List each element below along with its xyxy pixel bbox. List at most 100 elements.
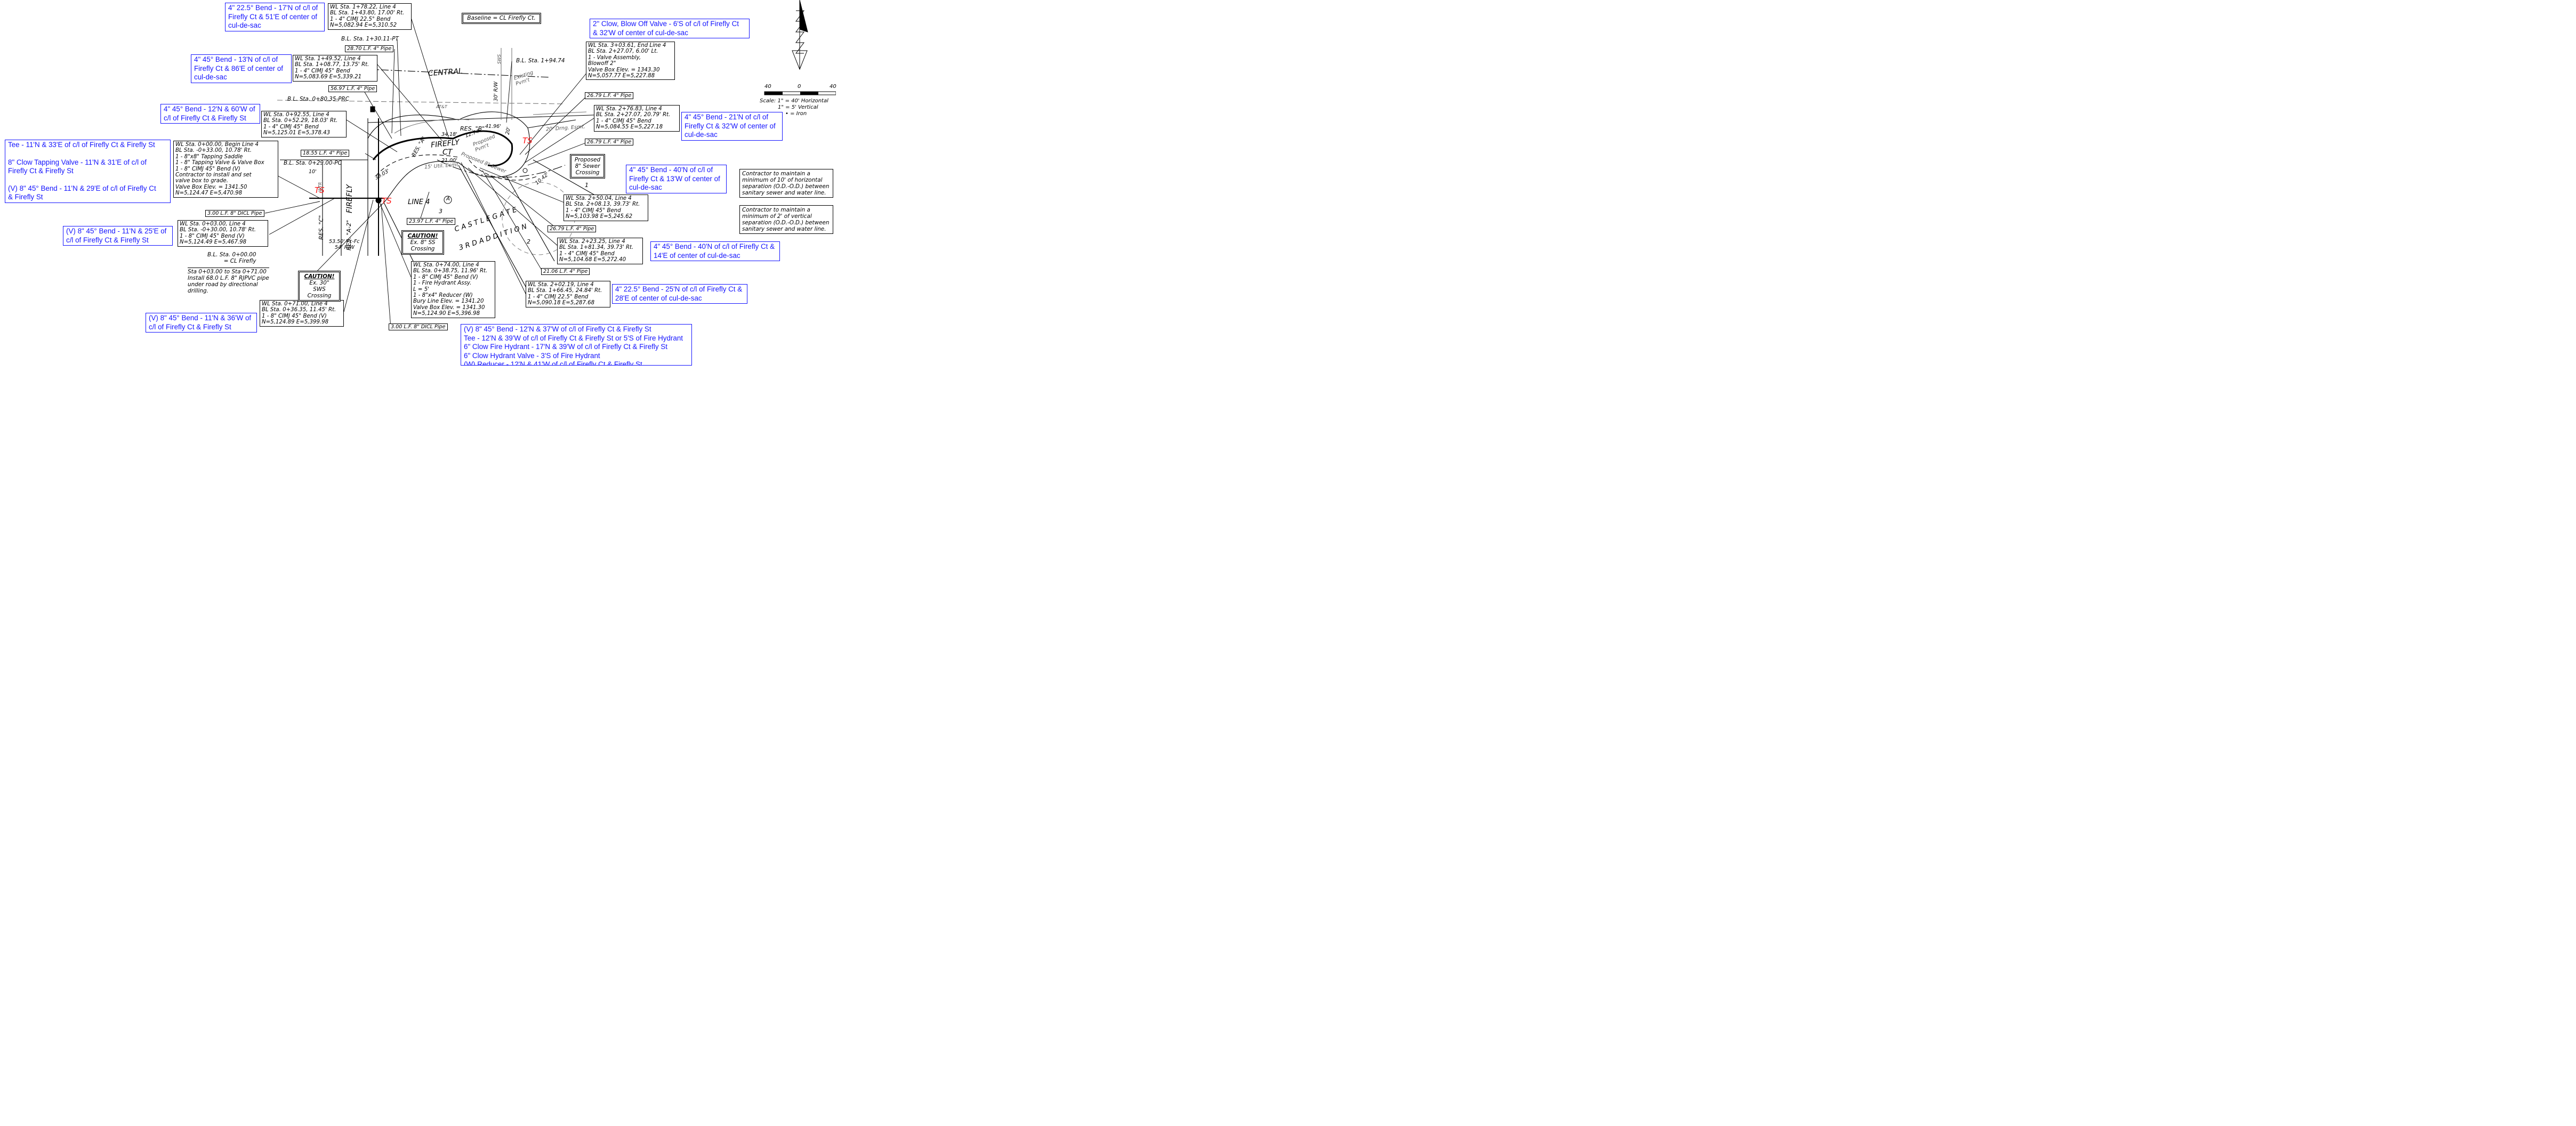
text-line: N=5,124.49 E=5,467.98 bbox=[180, 239, 247, 246]
text-line: Ex. 8" SS bbox=[410, 239, 436, 246]
ts-marker-left: TS bbox=[315, 185, 325, 195]
text-line: Tee - 12'N & 39'W of c/l of Firefly Ct &… bbox=[464, 334, 683, 342]
text-line: N=5,103.98 E=5,245.62 bbox=[566, 214, 633, 220]
text-line: Contractor to install and set bbox=[175, 172, 252, 179]
text-line: minimum of 10' of horizontal bbox=[742, 177, 823, 183]
text-line: Firefly Ct & 51'E of center of bbox=[228, 12, 318, 21]
text-line: N=5,125.01 E=5,378.43 bbox=[263, 130, 331, 136]
text-line: WL Sta. 0+03.00, Line 4 bbox=[180, 221, 246, 227]
text-line: sanitary sewer and water line. bbox=[742, 226, 826, 232]
scale-tick-mid: 0 bbox=[798, 84, 801, 90]
note-hydrant-assembly: (V) 8" 45° Bend - 12'N & 37'W of c/l of … bbox=[461, 324, 692, 366]
text-line: Install 68.0 L.F. 8" RJPVC pipe bbox=[188, 275, 269, 281]
lot-letter-a: A bbox=[446, 196, 450, 202]
lot-number-2: 2 bbox=[527, 238, 530, 245]
text-line: Sta 0+03.00 to Sta 0+71.00 bbox=[188, 269, 267, 275]
pipe-tag-21-06: 21.06 L.F. 4" Pipe bbox=[541, 268, 590, 275]
text-line: c/l of Firefly Ct & Firefly St bbox=[149, 322, 231, 331]
text-line: 1 - 4" CIMJ 45° Bend bbox=[263, 124, 319, 130]
scale-vertical: 1" = 5' Vertical bbox=[778, 104, 818, 110]
text-line: 1 - Fire Hydrant Assy. bbox=[413, 280, 472, 287]
text-line: 1 - 8" CIMJ 45° Bend (V) bbox=[413, 274, 478, 280]
station-0-80-prc: B.L. Sta. 0+80.35-PRC bbox=[287, 96, 350, 102]
text-line: Contractor to maintain a bbox=[742, 171, 810, 177]
text-line: WL Sta. 2+76.83, Line 4 bbox=[596, 106, 662, 112]
station-1-94-74: B.L. Sta. 1+94.74 bbox=[516, 58, 565, 64]
text-line: valve box to grade. bbox=[175, 178, 228, 184]
text-line: 14'E of center of cul-de-sac bbox=[654, 251, 740, 260]
text-line: Blowoff 2" bbox=[588, 61, 616, 67]
text-line: 8" Clow Tapping Valve - 11'N & 31'E of c… bbox=[8, 158, 147, 166]
face-to-face-width: 53.50' Fc-Fc bbox=[329, 239, 360, 245]
text-line: 8" Sewer bbox=[575, 163, 600, 169]
scale-tick-left: 40 bbox=[764, 84, 771, 90]
lot-number-3: 3 bbox=[439, 208, 442, 215]
scale-tick-right: 40 bbox=[830, 84, 836, 90]
note-22-bend-25n: 4" 22.5° Bend - 25'N of c/l of Firefly C… bbox=[612, 284, 747, 304]
text-line: 2" Clow, Blow Off Valve - 6'S of c/l of … bbox=[593, 20, 739, 28]
pipe-tag-28-70: 28.70 L.F. 4" Pipe bbox=[345, 45, 394, 52]
text-line: N=5,124.90 E=5,396.98 bbox=[413, 311, 480, 317]
text-line: 6" Clow Hydrant Valve - 3'S of Fire Hydr… bbox=[464, 351, 600, 360]
text-line: BL Sta. -0+33.00, 10.78' Rt. bbox=[175, 148, 252, 154]
text-line: Crossing bbox=[410, 246, 435, 252]
text-line: 4" 22.5° Bend - 17'N of c/l of bbox=[228, 4, 318, 12]
text-line: N=5,084.55 E=5,227.18 bbox=[596, 124, 663, 131]
text-line: Proposed bbox=[574, 157, 601, 163]
text-line: N=5,104.68 E=5,272.40 bbox=[559, 257, 626, 263]
text-line: 1 - 4" CIMJ 45° Bend bbox=[295, 68, 350, 74]
text-line: BL Sta. -0+30.00, 10.78' Rt. bbox=[180, 227, 256, 233]
dim-21-00: 21.00' bbox=[441, 158, 457, 164]
hydrant-icon bbox=[375, 197, 382, 204]
text-line: WL Sta. 1+49.52, Line 4 bbox=[295, 56, 361, 62]
text-line: & Firefly St bbox=[8, 193, 43, 201]
firefly-ct-label-ct: CT bbox=[442, 148, 453, 157]
text-line: WL Sta. 0+92.55, Line 4 bbox=[263, 112, 329, 118]
note-blow-off-valve: 2" Clow, Blow Off Valve - 6'S of c/l of … bbox=[590, 19, 750, 38]
text-line: minimum of 2' of vertical bbox=[742, 213, 812, 220]
att-line-label: AT&T bbox=[436, 104, 447, 109]
text-line: drilling. bbox=[188, 288, 208, 294]
text-line: N=5,090.18 E=5,287.68 bbox=[528, 300, 595, 306]
text-line: cul-de-sac bbox=[629, 183, 662, 191]
line-4-label: LINE 4 bbox=[408, 198, 430, 206]
text-line: 4" 45° Bend - 13'N of c/l of bbox=[194, 55, 278, 63]
text-line: 1 - 8" Tapping Valve & Valve Box bbox=[175, 160, 264, 166]
text-line: N=5,057.77 E=5,227.88 bbox=[588, 73, 655, 79]
text-line: 1 - 4" CIMJ 22.5° Bend bbox=[330, 16, 391, 22]
text-line: BL Sta. 2+08.13, 39.73' Rt. bbox=[566, 201, 640, 208]
north-arrow-icon bbox=[792, 0, 808, 70]
text-line: 1 - 4" CIMJ 45° Bend bbox=[559, 250, 615, 257]
text-line: WL Sta. 2+02.19, Line 4 bbox=[528, 282, 594, 288]
right-of-way-54: 54' R/W bbox=[335, 245, 355, 250]
text-line: Valve Box Elev. = 1343.30 bbox=[588, 67, 660, 73]
baseline-title: Baseline = CL Firefly Ct. bbox=[462, 13, 541, 24]
text-line: BL Sta. 2+27.07, 6.00' Lt. bbox=[588, 48, 658, 55]
pipe-tag-26-79-b: 26.79 L.F. 4" Pipe bbox=[585, 139, 634, 145]
text-line: 4" 45° Bend - 40'N of c/l of bbox=[629, 166, 713, 174]
text-line: (V) 8" 45° Bend - 11'N & 25'E of bbox=[66, 227, 167, 235]
dim-34-18: 34.18' bbox=[441, 132, 457, 137]
dim-10: 10' bbox=[309, 169, 317, 175]
station-0-00-cl: B.L. Sta. 0+00.00= CL Firefly bbox=[207, 252, 256, 264]
storm-sewer-label: SWS bbox=[497, 54, 502, 64]
text-line: 1 - 8" CIMJ 45° Bend (V) bbox=[262, 313, 327, 319]
text-line: WL Sta. 2+23.25, Line 4 bbox=[559, 239, 625, 245]
text-line: separation (O.D.-O.D.) between bbox=[742, 183, 830, 190]
reserve-c-label: RES. "C" bbox=[318, 215, 325, 240]
iron-legend: • = Iron bbox=[785, 111, 807, 117]
ts-marker-center: TS bbox=[382, 196, 392, 206]
road-lines bbox=[277, 48, 608, 291]
